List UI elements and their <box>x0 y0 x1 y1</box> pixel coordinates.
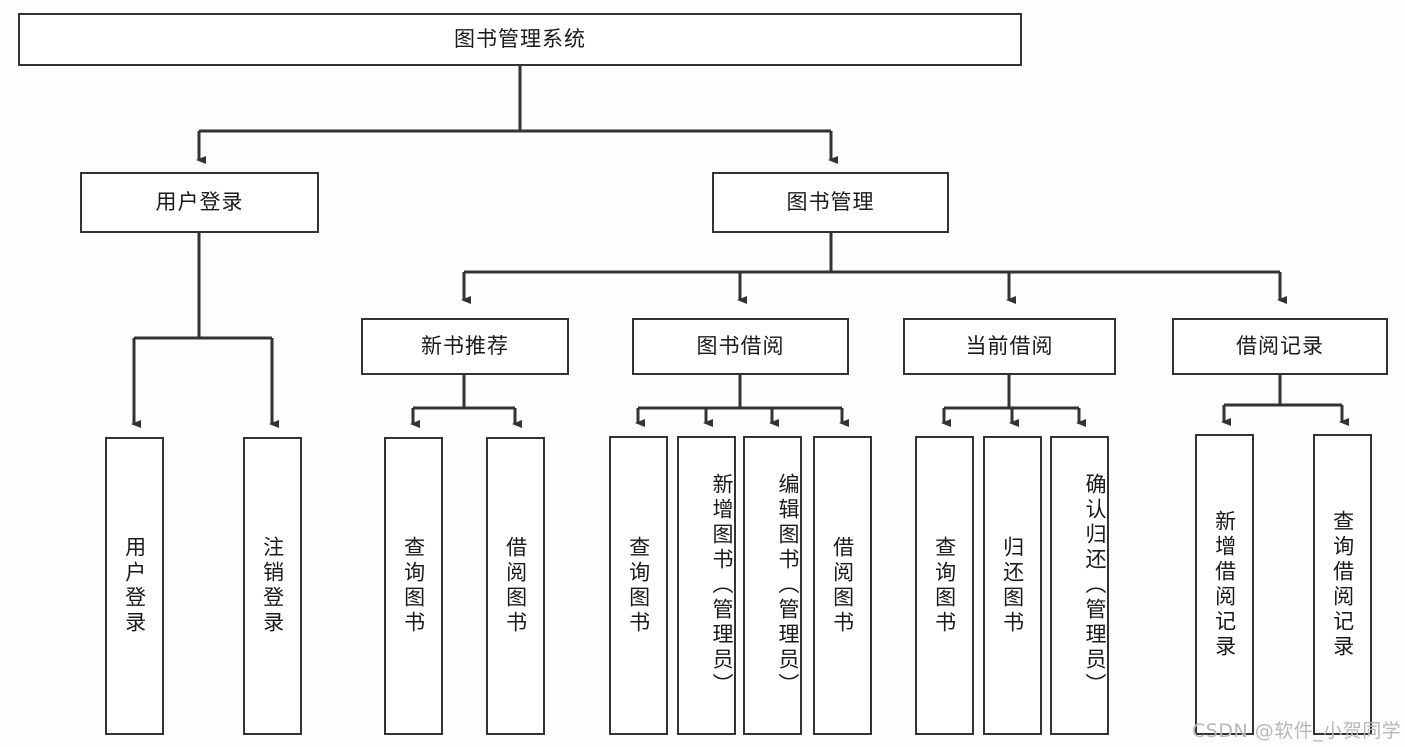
leaf-add-book-admin[interactable]: 新增图书（管理员） <box>677 436 736 735</box>
node-label: 归还图书 <box>1000 535 1025 636</box>
node-label: 借阅图书 <box>503 536 528 636</box>
leaf-logout[interactable]: 注销登录 <box>243 437 302 735</box>
leaf-borrow-book-borrow[interactable]: 借阅图书 <box>813 436 872 735</box>
node-label: 新增图书（管理员） <box>710 473 734 698</box>
leaf-user-login[interactable]: 用户登录 <box>105 437 164 735</box>
node-label: 确认归还（管理员） <box>1083 473 1107 698</box>
node-book-borrow[interactable]: 图书借阅 <box>632 318 849 375</box>
node-book-management[interactable]: 图书管理 <box>712 172 949 233</box>
node-new-book-recommend[interactable]: 新书推荐 <box>361 318 569 375</box>
leaf-return-book[interactable]: 归还图书 <box>983 436 1042 735</box>
node-borrow-record[interactable]: 借阅记录 <box>1172 318 1388 375</box>
leaf-query-book-current[interactable]: 查询图书 <box>915 436 974 735</box>
leaf-edit-book-admin[interactable]: 编辑图书（管理员） <box>743 436 802 735</box>
node-label: 用户登录 <box>122 536 147 636</box>
node-current-borrow[interactable]: 当前借阅 <box>903 318 1116 375</box>
node-label: 查询借阅记录 <box>1330 509 1355 660</box>
node-label: 图书借阅 <box>696 333 785 358</box>
node-user-login[interactable]: 用户登录 <box>80 172 319 233</box>
node-label: 图书管理 <box>786 189 875 214</box>
node-label: 新书推荐 <box>421 333 509 358</box>
node-label: 图书管理系统 <box>454 26 586 51</box>
node-root-book-management-system[interactable]: 图书管理系统 <box>18 13 1022 66</box>
node-label: 编辑图书（管理员） <box>776 473 800 698</box>
leaf-add-borrow-record[interactable]: 新增借阅记录 <box>1195 434 1254 735</box>
node-label: 当前借阅 <box>965 333 1054 358</box>
leaf-borrow-book-recommend[interactable]: 借阅图书 <box>486 437 545 735</box>
leaf-query-borrow-record[interactable]: 查询借阅记录 <box>1313 434 1372 735</box>
node-label: 查询图书 <box>626 535 651 636</box>
node-label: 借阅记录 <box>1236 333 1324 358</box>
node-label: 查询图书 <box>401 536 426 636</box>
node-label: 用户登录 <box>155 189 244 214</box>
leaf-confirm-return-admin[interactable]: 确认归还（管理员） <box>1050 436 1109 735</box>
node-label: 查询图书 <box>932 535 957 636</box>
leaf-query-book-borrow[interactable]: 查询图书 <box>609 436 668 735</box>
leaf-query-book-recommend[interactable]: 查询图书 <box>384 437 443 735</box>
node-label: 注销登录 <box>260 536 285 636</box>
node-label: 新增借阅记录 <box>1212 509 1237 660</box>
node-label: 借阅图书 <box>830 535 855 636</box>
